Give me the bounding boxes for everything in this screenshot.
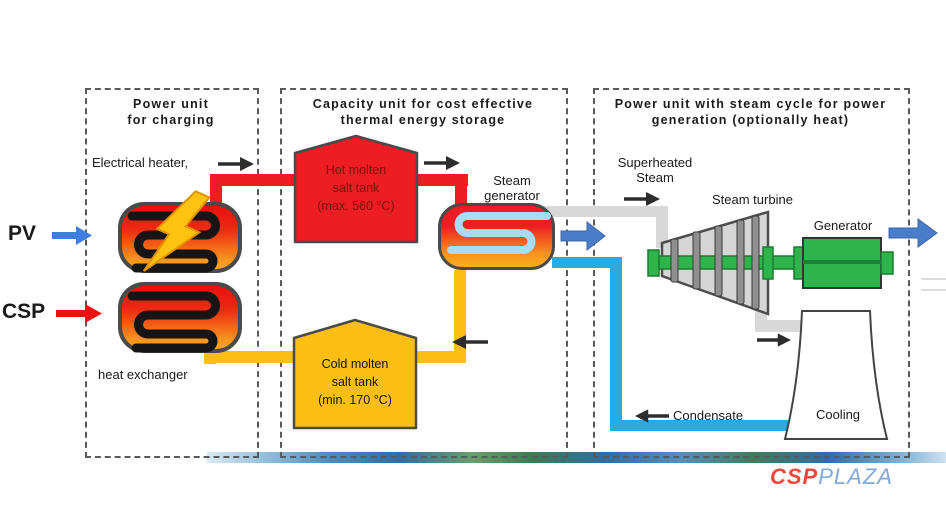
- cold-salt-tank-label: Cold molten salt tank (min. 170 °C): [293, 355, 417, 409]
- panel-title-charging-line2: for charging: [127, 113, 215, 127]
- heat-exchanger-upper-coil-icon: [127, 211, 220, 273]
- steam-generator-coil-icon: [447, 212, 551, 254]
- pipe-condensate-riser: [610, 257, 622, 431]
- condensate-arrow-icon: [635, 409, 669, 423]
- electrical-heater-arrow-icon: [218, 157, 254, 171]
- lightning-bolt-icon: [142, 190, 212, 272]
- landscape-photo-strip: [207, 452, 946, 463]
- panel-title-charging: Power unit for charging: [85, 96, 257, 128]
- panel-charging-unit: [85, 88, 259, 458]
- superheated-steam-label: Superheated Steam: [610, 155, 700, 185]
- turbine-blade: [714, 225, 723, 297]
- faint-line: [921, 289, 946, 291]
- hot-salt-tank: [293, 134, 419, 244]
- heat-exchanger-label: heat exchanger: [98, 367, 188, 382]
- pv-arrow-icon: [52, 226, 92, 245]
- panel-title-generation: Power unit with steam cycle for power ge…: [593, 96, 908, 128]
- power-output-arrow-icon: [888, 218, 938, 248]
- steam-generator: [438, 203, 555, 270]
- pipe-cold-to-tank-right: [414, 351, 466, 363]
- steam-generator-line1: Steam: [493, 173, 531, 188]
- hot-tank-line3: (max. 560 °C): [317, 199, 395, 213]
- exhaust-to-cooling-arrow-icon: [757, 333, 791, 347]
- heat-exchanger-lower-coil-icon: [127, 291, 220, 353]
- csp-label: CSP: [2, 300, 46, 323]
- turbine-generator-assembly: [647, 210, 894, 316]
- pipe-steam-horizontal: [540, 206, 668, 217]
- cold-tank-line2: salt tank: [331, 375, 379, 389]
- superheated-steam-arrow-icon: [624, 192, 660, 206]
- steam-generator-label: Steam generator: [468, 173, 556, 203]
- turbine-blade: [751, 215, 760, 310]
- pipe-condensate-bottom: [610, 420, 788, 431]
- steam-generator-line2: generator: [484, 188, 540, 203]
- panel-power-unit: [593, 88, 910, 458]
- pipe-condensate-to-generator: [552, 257, 622, 268]
- hot-flow-arrow-icon: [424, 156, 460, 170]
- generator-midline: [803, 260, 881, 264]
- hot-tank-line2: salt tank: [332, 181, 380, 195]
- hot-tank-line1: Hot molten: [325, 163, 387, 177]
- pv-label: PV: [8, 222, 37, 245]
- superheated-line1: Superheated: [617, 155, 693, 170]
- panel-title-storage: Capacity unit for cost effective thermal…: [280, 96, 566, 128]
- hot-salt-tank-label: Hot molten salt tank (max. 560 °C): [294, 161, 418, 215]
- turbine-blade: [736, 219, 745, 305]
- pipe-hot-to-tank: [210, 174, 298, 186]
- pipe-hot-to-generator: [414, 174, 468, 186]
- faint-line: [921, 278, 946, 280]
- panel-storage-unit: [280, 88, 568, 458]
- panel-title-generation-line2: generation (optionally heat): [651, 113, 850, 127]
- panel-title-storage-line1: Capacity unit for cost effective: [312, 97, 534, 111]
- cooling-tower: [783, 310, 889, 440]
- cspplaza-logo: CSPPLAZA: [770, 464, 893, 490]
- cold-salt-tank: [292, 318, 418, 430]
- shaft-stub: [647, 249, 660, 277]
- generator-shaft-nub: [880, 251, 894, 275]
- panel-title-storage-line2: thermal energy storage: [340, 113, 506, 127]
- csp-arrow-icon: [56, 304, 102, 323]
- pipe-steam-to-turbine: [656, 206, 668, 248]
- cold-tank-line1: Cold molten: [321, 357, 389, 371]
- generator-label: Generator: [813, 218, 873, 233]
- cold-tank-line3: (min. 170 °C): [318, 393, 392, 407]
- pipe-cold-from-generator: [454, 270, 466, 363]
- superheated-line2: Steam: [636, 170, 674, 185]
- steam-turbine-label: Steam turbine: [712, 192, 793, 207]
- turbine-blade: [692, 231, 701, 290]
- cold-flow-arrow-icon: [452, 335, 488, 349]
- heat-exchanger-lower: [118, 282, 242, 353]
- panel-title-charging-line1: Power unit: [133, 97, 209, 111]
- pipe-exhaust-to-cooling: [755, 320, 803, 332]
- logo-csp-text: CSP: [770, 464, 819, 489]
- logo-plaza-text: PLAZA: [818, 464, 893, 489]
- cooling-label: Cooling: [815, 407, 861, 422]
- shaft-collar-1: [762, 246, 774, 280]
- pipe-cold-to-tank-left: [204, 351, 298, 363]
- condensate-label: Condensate: [673, 408, 744, 423]
- electrical-heater-label: Electrical heater,: [92, 155, 189, 170]
- steam-flow-arrow-icon: [560, 220, 606, 252]
- panel-title-generation-line1: Power unit with steam cycle for power: [614, 97, 887, 111]
- turbine-blade: [670, 238, 679, 283]
